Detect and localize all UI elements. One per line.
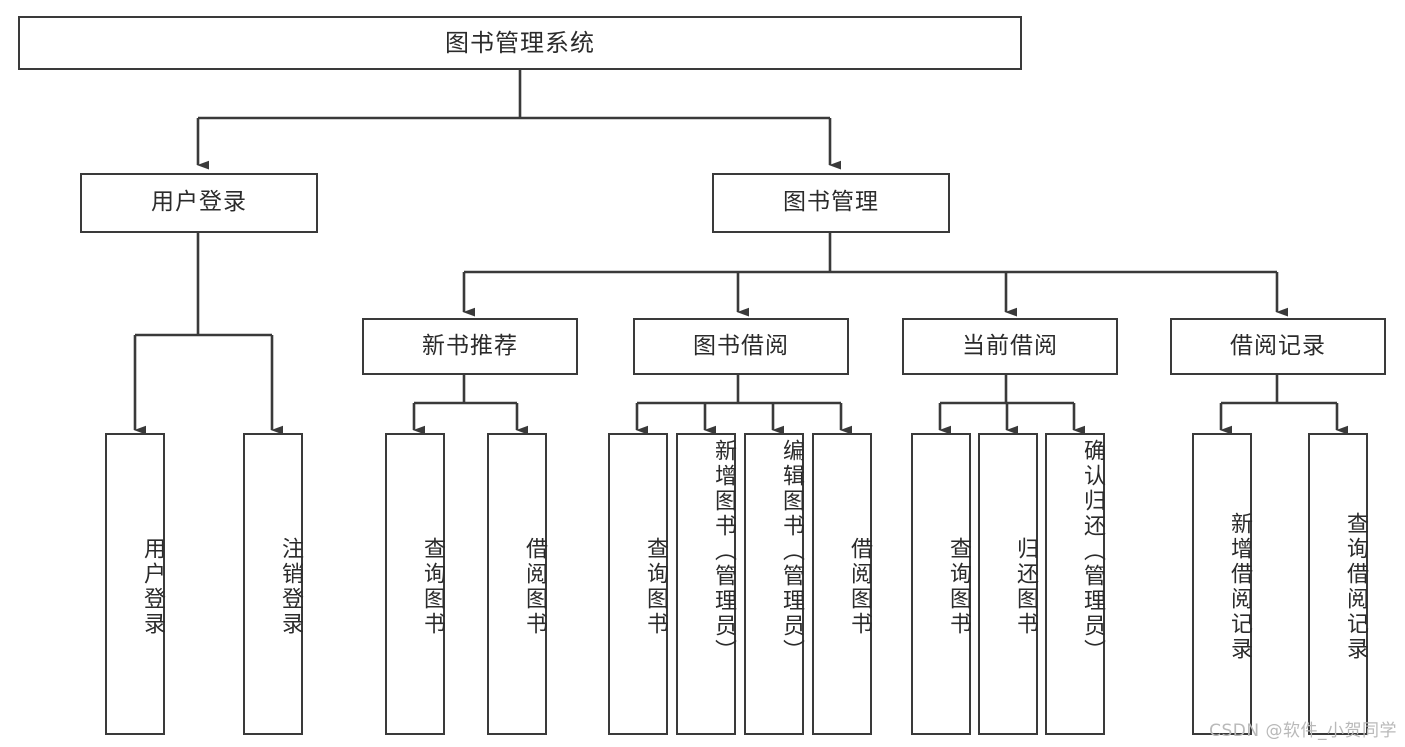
node-leaf-user-login-label: 用户登录: [140, 537, 165, 637]
node-current-borrow-label: 当前借阅: [962, 332, 1058, 359]
node-leaf-query-book-2[interactable]: 查询图书: [608, 433, 668, 735]
node-leaf-return-book-label: 归还图书: [1013, 537, 1038, 637]
node-leaf-borrow-book-2[interactable]: 借阅图书: [812, 433, 872, 735]
node-leaf-query-book-3[interactable]: 查询图书: [911, 433, 971, 735]
node-leaf-edit-book-label: 编辑图书（管理员）: [779, 439, 804, 664]
node-leaf-user-login[interactable]: 用户登录: [105, 433, 165, 735]
node-new-book-recommend-label: 新书推荐: [422, 332, 518, 359]
node-user-login-label: 用户登录: [151, 189, 247, 216]
node-new-book-recommend[interactable]: 新书推荐: [362, 318, 578, 375]
node-leaf-query-book-3-label: 查询图书: [946, 537, 971, 637]
node-leaf-edit-book[interactable]: 编辑图书（管理员）: [744, 433, 804, 735]
node-book-borrow-label: 图书借阅: [693, 332, 789, 359]
node-leaf-logout-label: 注销登录: [278, 537, 303, 637]
node-leaf-query-book-2-label: 查询图书: [643, 537, 668, 637]
node-leaf-confirm-return[interactable]: 确认归还（管理员）: [1045, 433, 1105, 735]
node-root[interactable]: 图书管理系统: [18, 16, 1022, 70]
node-leaf-borrow-book-2-label: 借阅图书: [847, 537, 872, 637]
node-current-borrow[interactable]: 当前借阅: [902, 318, 1118, 375]
node-leaf-add-record[interactable]: 新增借阅记录: [1192, 433, 1252, 735]
node-leaf-borrow-book-1[interactable]: 借阅图书: [487, 433, 547, 735]
node-user-login[interactable]: 用户登录: [80, 173, 318, 233]
node-leaf-add-book[interactable]: 新增图书（管理员）: [676, 433, 736, 735]
node-book-borrow[interactable]: 图书借阅: [633, 318, 849, 375]
node-book-manage[interactable]: 图书管理: [712, 173, 950, 233]
node-leaf-add-book-label: 新增图书（管理员）: [711, 439, 736, 664]
node-leaf-query-book-1-label: 查询图书: [420, 537, 445, 637]
node-leaf-logout[interactable]: 注销登录: [243, 433, 303, 735]
node-root-label: 图书管理系统: [445, 28, 595, 57]
node-leaf-query-book-1[interactable]: 查询图书: [385, 433, 445, 735]
node-leaf-query-record[interactable]: 查询借阅记录: [1308, 433, 1368, 735]
node-leaf-add-record-label: 新增借阅记录: [1227, 512, 1252, 662]
node-leaf-borrow-book-1-label: 借阅图书: [522, 537, 547, 637]
node-leaf-confirm-return-label: 确认归还（管理员）: [1080, 439, 1105, 664]
node-leaf-return-book[interactable]: 归还图书: [978, 433, 1038, 735]
node-borrow-record-label: 借阅记录: [1230, 332, 1326, 359]
node-borrow-record[interactable]: 借阅记录: [1170, 318, 1386, 375]
node-book-manage-label: 图书管理: [783, 189, 879, 216]
node-leaf-query-record-label: 查询借阅记录: [1343, 512, 1368, 662]
